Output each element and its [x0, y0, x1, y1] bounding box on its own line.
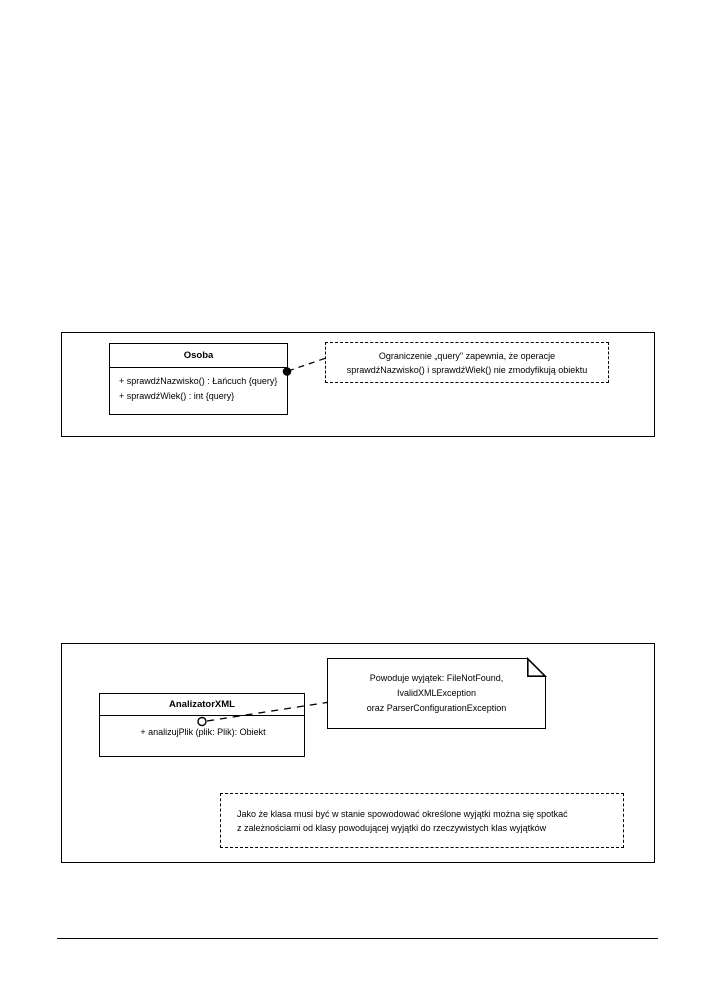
note-line: z zależnościami od klasy powodującej wyj…	[237, 822, 547, 833]
note-line: oraz ParserConfigurationException	[366, 703, 507, 713]
note-line: sprawdźNazwisko() i sprawdźWiek() nie zm…	[346, 364, 588, 375]
constraint-note-exceptions: Jako że klasa musi być w stanie spowodow…	[220, 793, 624, 848]
uml-class-name: AnalizatorXML	[100, 694, 304, 716]
note-line: Ograniczenie „query" zapewnia, że operac…	[378, 350, 556, 361]
note-line: Jako że klasa musi być w stanie spowodow…	[237, 808, 568, 819]
uml-class-analizatorxml: AnalizatorXML + analizujPlik (plik: Plik…	[99, 693, 305, 757]
note-folded-corner-icon	[527, 656, 548, 678]
uml-operation: + analizujPlik (plik: Plik): Obiekt	[140, 726, 266, 737]
uml-operations-compartment: + sprawdźNazwisko() : Łańcuch {query} + …	[110, 368, 287, 410]
uml-class-osoba: Osoba + sprawdźNazwisko() : Łańcuch {que…	[109, 343, 288, 415]
constraint-note-query: Ograniczenie „query" zapewnia, że operac…	[325, 342, 609, 383]
uml-note-exceptions: Powoduje wyjątek: FileNotFound, IvalidXM…	[327, 656, 548, 729]
note-line: IvalidXMLException	[396, 688, 477, 698]
uml-operation: + sprawdźWiek() : int {query}	[119, 390, 235, 401]
uml-operations-compartment: + analizujPlik (plik: Plik): Obiekt	[100, 716, 304, 746]
page-footer-rule	[57, 938, 658, 939]
note-body-shape	[327, 658, 546, 729]
uml-operation: + sprawdźNazwisko() : Łańcuch {query}	[119, 375, 278, 386]
note-line: Powoduje wyjątek: FileNotFound,	[369, 673, 504, 683]
note-fold-triangle	[527, 656, 548, 678]
uml-class-name: Osoba	[110, 344, 287, 368]
note-text: Powoduje wyjątek: FileNotFound, IvalidXM…	[327, 658, 546, 729]
